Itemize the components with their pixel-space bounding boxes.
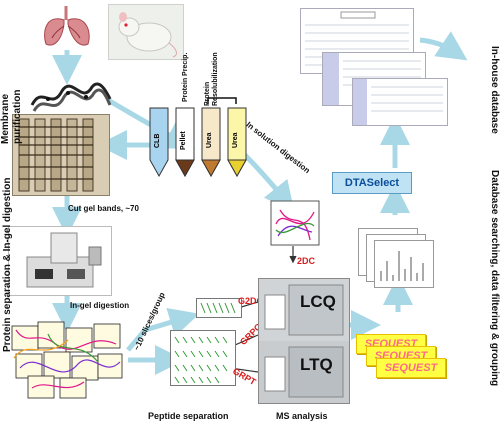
digestion-robot-photo	[8, 226, 112, 296]
protein-separation-label: Protein separation & In-gel digestion	[2, 177, 13, 352]
digested-gel-pieces	[11, 321, 123, 399]
dtaselect-box: DTASelect	[332, 172, 412, 194]
peptide-separation-label: Peptide separation	[148, 411, 229, 421]
arrow-pieces-to-g2dc	[126, 307, 200, 352]
ms-spectra-stack	[358, 228, 434, 290]
arrow-db-curl	[419, 31, 468, 61]
g2dc-peptide-sample	[196, 298, 242, 318]
tube-urea-2-label: Urea	[232, 132, 239, 148]
in-gel-digestion-label: In-gel digestion	[70, 301, 130, 310]
sds-gel-image	[12, 114, 110, 196]
lung-illustration	[44, 6, 90, 46]
database-screenshots	[300, 8, 448, 128]
ms-instruments-panel	[258, 278, 350, 404]
database-searching-label: Database searching, data filtering & gro…	[489, 170, 500, 387]
sample-tubes	[149, 107, 247, 178]
ms-analysis-label: MS analysis	[276, 411, 328, 421]
in-solution-peptides	[270, 200, 320, 246]
grpc-peptide-sample	[170, 330, 236, 386]
cut-gel-bands-label: Cut gel bands, ~70	[68, 204, 139, 213]
membrane-illustration	[30, 82, 112, 112]
membrane-purification-label: Membrane purification	[0, 89, 23, 144]
tube-clb	[149, 107, 169, 178]
protein-precip-label: Protein Precip.	[182, 52, 189, 102]
mouse-photo	[108, 4, 184, 60]
lcq-label: LCQ	[300, 292, 336, 311]
in-house-database-label: In-house database	[489, 46, 500, 134]
tube-urea-1-label: Urea	[206, 132, 213, 148]
tube-pellet-label: Pellet	[180, 131, 187, 150]
sequest-card-3: SEQUEST	[376, 358, 446, 378]
tube-clb-label: CLB	[154, 133, 161, 148]
protein-resolubilization-label: Protein Resolubilization	[204, 52, 219, 106]
two-dc-label: 2DC	[297, 256, 316, 266]
ltq-label: LTQ	[300, 355, 333, 374]
bracket-resolubilization	[207, 97, 237, 104]
g2dc-label: G2DC	[238, 296, 264, 306]
